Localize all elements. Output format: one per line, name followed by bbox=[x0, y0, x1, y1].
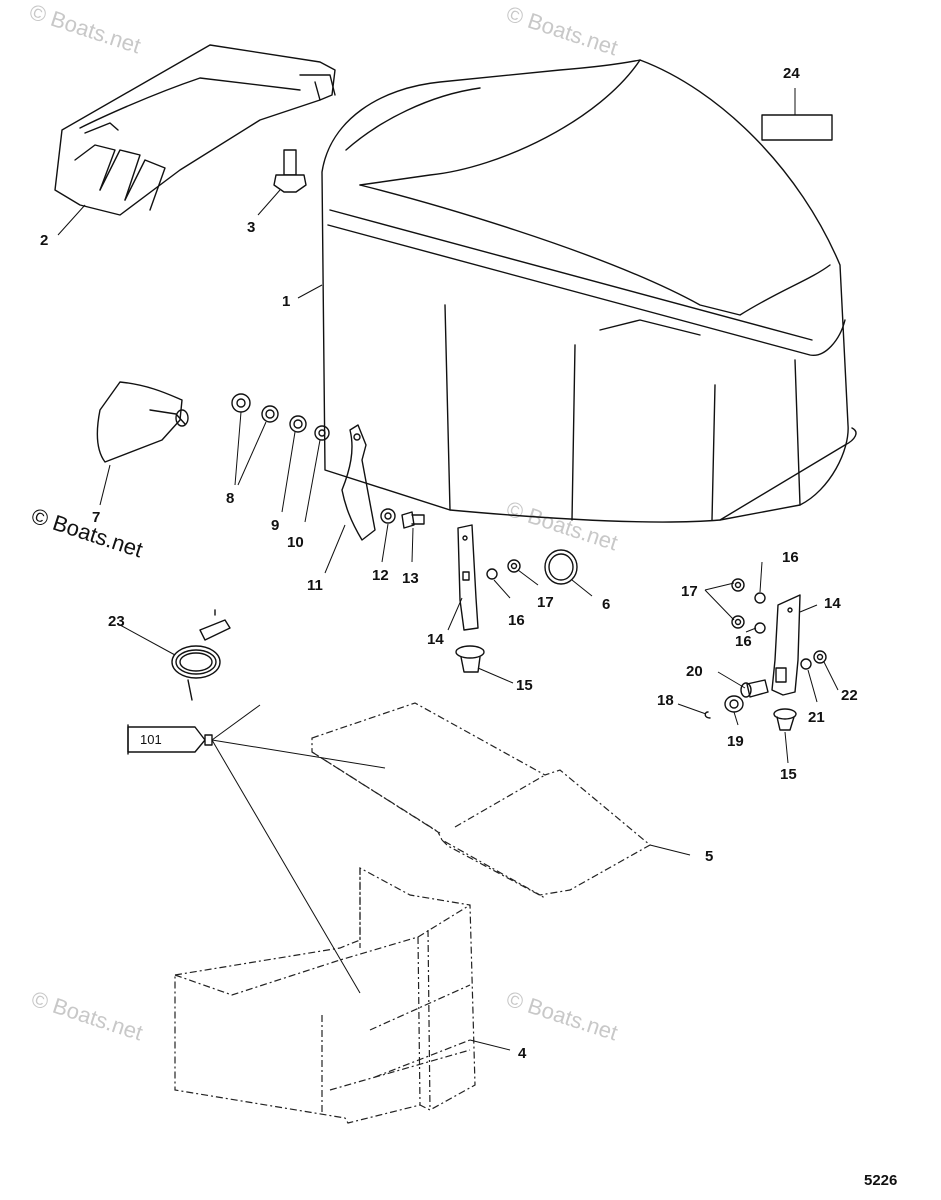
rubber-plug-part bbox=[773, 708, 797, 731]
callout-4: 4 bbox=[518, 1045, 527, 1062]
washer-part bbox=[800, 658, 812, 670]
washer-part bbox=[486, 568, 498, 580]
sealant-leader-line bbox=[211, 739, 386, 769]
callout-15: 15 bbox=[780, 766, 797, 783]
wire-harness-part bbox=[171, 609, 231, 701]
lower-seal-part bbox=[174, 866, 476, 1124]
callout-17: 17 bbox=[681, 583, 698, 600]
grommet-part bbox=[544, 549, 578, 585]
callout-17: 17 bbox=[537, 594, 554, 611]
sealant-tube-label: 101 bbox=[140, 732, 162, 747]
watermark-dark: © Boats.net bbox=[28, 503, 145, 562]
callout-1: 1 bbox=[282, 293, 290, 310]
bushing-part bbox=[231, 393, 279, 423]
callout-14: 14 bbox=[427, 631, 444, 648]
callout-16: 16 bbox=[782, 549, 799, 566]
callout-19: 19 bbox=[727, 733, 744, 750]
watermark: © Boats.net bbox=[26, 0, 143, 58]
callout-24: 24 bbox=[783, 65, 800, 82]
watermark: © Boats.net bbox=[503, 496, 620, 555]
handle-part bbox=[96, 381, 189, 463]
callout-10: 10 bbox=[287, 534, 304, 551]
stud-part bbox=[740, 679, 769, 698]
rubber-plug-part bbox=[455, 645, 485, 673]
latch-bracket-part bbox=[771, 594, 801, 696]
bolt-part bbox=[273, 149, 307, 193]
callout-11: 11 bbox=[307, 577, 323, 594]
callout-7: 7 bbox=[92, 509, 100, 526]
watermark: © Boats.net bbox=[503, 1, 620, 60]
callout-3: 3 bbox=[247, 219, 255, 236]
figure-number: 5226 bbox=[864, 1172, 897, 1189]
callout-23: 23 bbox=[108, 613, 125, 630]
callout-8: 8 bbox=[226, 490, 234, 507]
callout-15: 15 bbox=[516, 677, 533, 694]
washer-part bbox=[289, 415, 307, 433]
seal-part bbox=[311, 702, 652, 899]
callout-14: 14 bbox=[824, 595, 841, 612]
washer-part bbox=[314, 425, 330, 441]
washer-part bbox=[380, 508, 396, 524]
decal-part bbox=[761, 114, 833, 141]
clip-part bbox=[704, 711, 711, 719]
callout-leaders bbox=[57, 88, 839, 1051]
callout-6: 6 bbox=[602, 596, 610, 613]
watermark: © Boats.net bbox=[503, 986, 620, 1045]
washer-part bbox=[754, 622, 766, 634]
bushing-part bbox=[724, 695, 744, 713]
callout-18: 18 bbox=[657, 692, 674, 709]
callout-16: 16 bbox=[735, 633, 752, 650]
callout-22: 22 bbox=[841, 687, 858, 704]
nut-part bbox=[731, 615, 745, 629]
callout-5: 5 bbox=[705, 848, 713, 865]
sealant-tube-part: 101 bbox=[127, 724, 213, 755]
latch-bracket-part bbox=[457, 524, 479, 631]
callout-2: 2 bbox=[40, 232, 48, 249]
top-cover-part bbox=[54, 44, 336, 216]
callout-13: 13 bbox=[402, 570, 419, 587]
sealant-leader-line bbox=[211, 704, 261, 741]
screw-part bbox=[401, 511, 425, 529]
latch-hook-part bbox=[341, 424, 376, 541]
callout-20: 20 bbox=[686, 663, 703, 680]
callout-16: 16 bbox=[508, 612, 525, 629]
nut-part bbox=[507, 559, 521, 573]
callout-12: 12 bbox=[372, 567, 389, 584]
sealant-leader-line bbox=[211, 739, 361, 994]
callout-21: 21 bbox=[808, 709, 825, 726]
watermark: © Boats.net bbox=[28, 986, 145, 1045]
top-cowl-part bbox=[321, 59, 857, 523]
nut-part bbox=[731, 578, 745, 592]
callout-9: 9 bbox=[271, 517, 279, 534]
washer-part bbox=[754, 592, 766, 604]
nut-part bbox=[813, 650, 827, 664]
